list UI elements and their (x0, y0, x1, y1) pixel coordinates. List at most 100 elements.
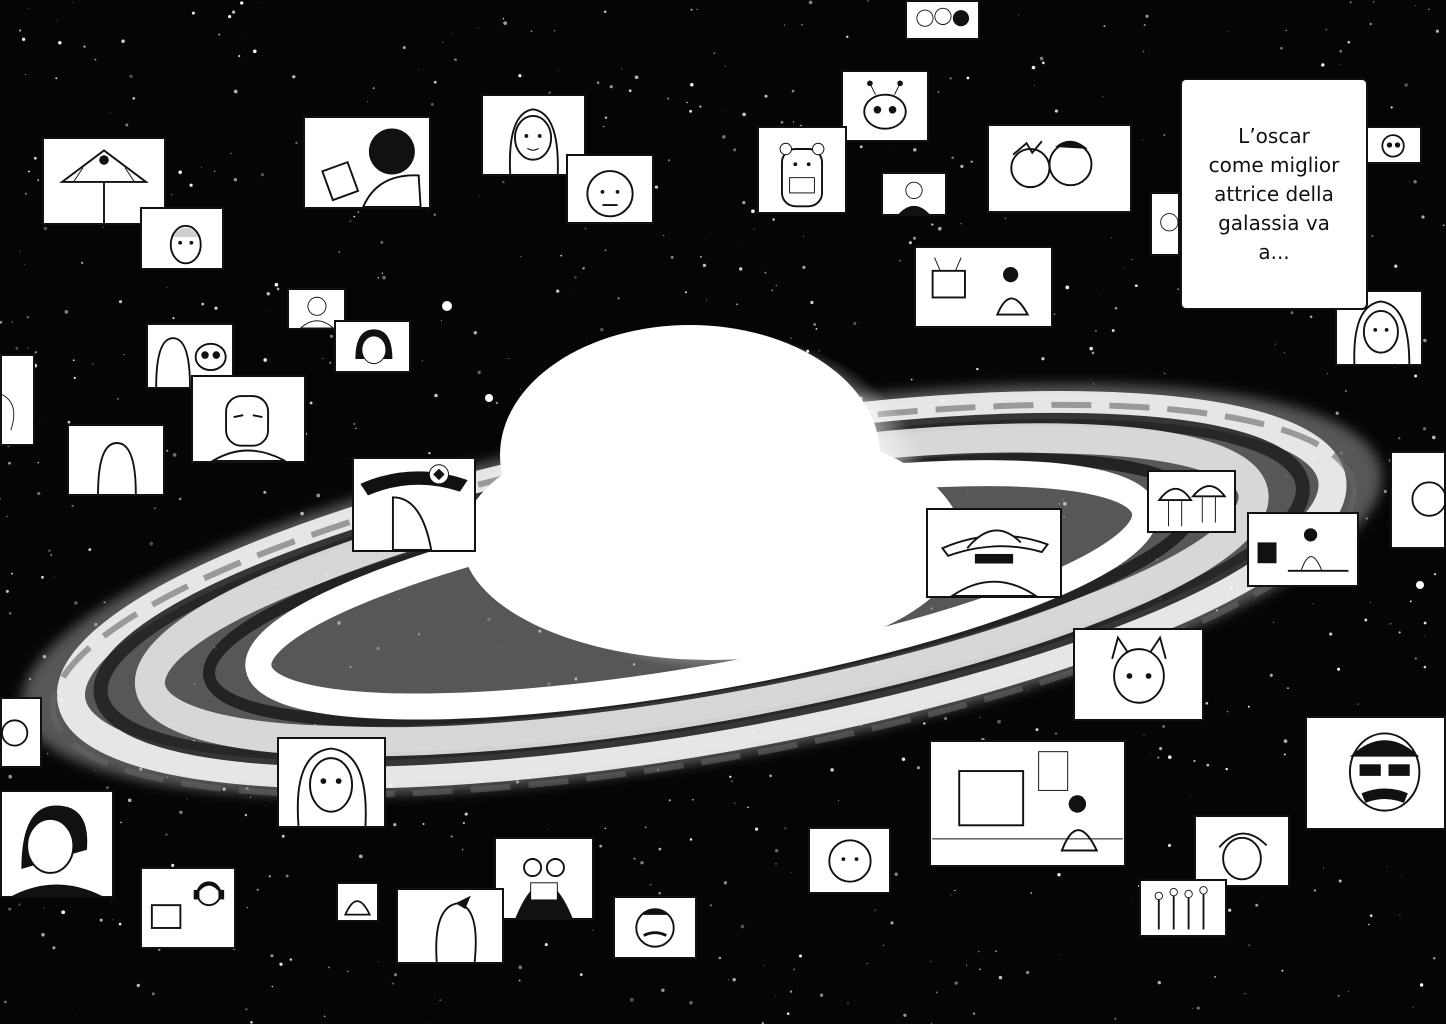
panel-two-men (987, 124, 1132, 213)
star (853, 322, 857, 325)
star (41, 933, 45, 937)
star (240, 1, 244, 5)
star (289, 958, 293, 961)
star (28, 7, 30, 9)
star (427, 210, 428, 211)
star (949, 77, 952, 80)
star (418, 68, 420, 70)
star (846, 35, 849, 38)
star (323, 1015, 326, 1017)
star (8, 461, 11, 465)
star (1414, 374, 1418, 378)
panel-short-hair-woman (0, 790, 114, 898)
star (801, 23, 803, 26)
star (372, 87, 375, 89)
star (604, 116, 608, 119)
star (109, 111, 111, 113)
star (127, 798, 132, 803)
star (689, 1001, 693, 1005)
star (357, 211, 360, 213)
star (430, 102, 434, 106)
star (1123, 267, 1125, 269)
star (19, 29, 22, 32)
star (556, 289, 560, 293)
star (1111, 237, 1113, 239)
star (882, 944, 884, 946)
star (520, 255, 522, 258)
star (228, 15, 232, 19)
star (47, 753, 49, 755)
star (502, 17, 505, 20)
star (802, 235, 805, 238)
star (1313, 889, 1317, 892)
star (815, 328, 818, 330)
star (25, 74, 27, 75)
star (553, 30, 556, 32)
panel-jellyfish (1147, 470, 1236, 533)
star (621, 68, 623, 70)
star (1167, 843, 1172, 848)
star (1349, 1, 1352, 4)
star (243, 37, 245, 39)
star (1228, 908, 1232, 912)
star (495, 401, 499, 405)
star (186, 798, 188, 800)
star (271, 985, 273, 988)
star (1142, 50, 1145, 53)
star (603, 10, 607, 14)
star (106, 786, 109, 789)
star (1398, 631, 1401, 634)
star (754, 827, 759, 831)
star (1423, 665, 1427, 669)
star (11, 321, 13, 323)
star (972, 1012, 976, 1015)
star (1027, 689, 1028, 691)
star (285, 874, 289, 878)
star (55, 77, 58, 80)
star (103, 601, 106, 604)
star (1423, 427, 1427, 431)
star (910, 378, 913, 381)
star (129, 74, 133, 79)
star (775, 863, 777, 865)
star (74, 601, 78, 605)
star (1386, 866, 1388, 868)
star (201, 166, 202, 168)
panel-edge-left-lower (0, 697, 42, 768)
star (249, 796, 252, 798)
star (347, 970, 349, 973)
star (1031, 65, 1036, 70)
star (560, 254, 562, 257)
star (125, 123, 129, 127)
panel-edge-left (0, 354, 35, 446)
star (1442, 224, 1445, 227)
star (94, 58, 97, 61)
star (1190, 796, 1192, 797)
star (1329, 632, 1333, 636)
star (1196, 1006, 1200, 1010)
star (658, 847, 662, 851)
speech-text: L’oscar come miglior attrice della galas… (1199, 122, 1349, 267)
star (966, 76, 970, 80)
star (92, 363, 94, 365)
star (1280, 46, 1283, 50)
star (464, 812, 468, 816)
star (1327, 373, 1329, 375)
star (265, 805, 266, 807)
star (818, 350, 820, 352)
star (450, 32, 452, 34)
star (1273, 621, 1275, 623)
star (790, 871, 792, 873)
star (793, 968, 796, 971)
star (1421, 215, 1425, 219)
star (214, 306, 218, 310)
star (547, 829, 549, 831)
star (771, 289, 774, 292)
star (450, 835, 453, 838)
star (1269, 673, 1273, 677)
star (263, 358, 268, 362)
star (425, 1022, 427, 1023)
star (355, 427, 357, 430)
star (617, 297, 620, 300)
star (1281, 969, 1284, 972)
